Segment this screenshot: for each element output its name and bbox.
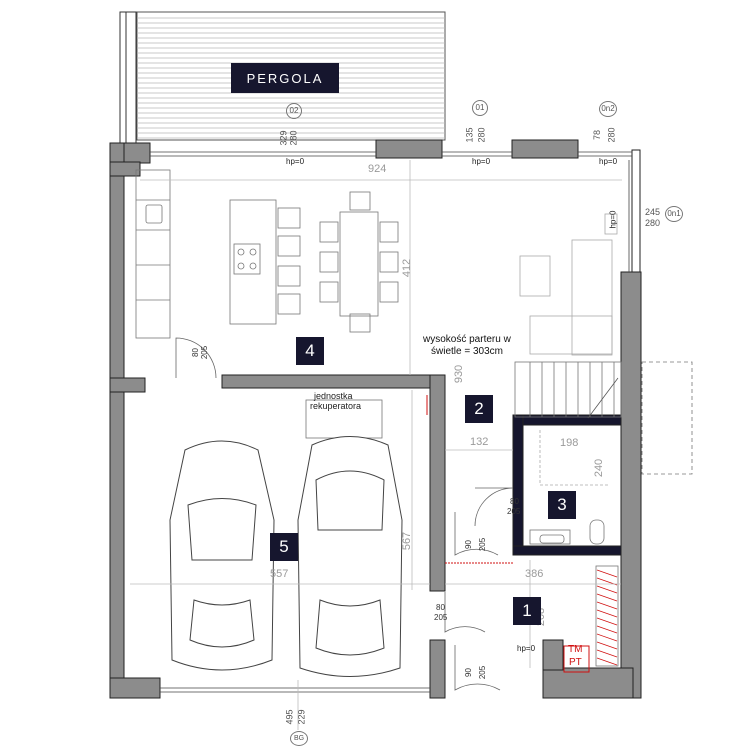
door-2-w: 80	[510, 497, 519, 506]
entry-sill: hp=0	[517, 644, 536, 653]
room-number-3: 3	[548, 491, 576, 519]
door-4-w: 80	[436, 603, 445, 612]
ceiling-note-1: wysokość parteru w	[423, 334, 511, 345]
window-01-sill: hp=0	[472, 157, 491, 166]
pergola-label: PERGOLA	[247, 71, 324, 86]
car-right	[297, 436, 403, 677]
pergola-label-box	[231, 63, 339, 93]
window-01-h: 280	[476, 127, 487, 143]
wall-bath-south	[512, 545, 622, 556]
dim-garage-width: 557	[270, 568, 289, 580]
car-left	[169, 440, 275, 671]
window-mark-01: 01	[472, 100, 488, 116]
wall-bottom-right-stub	[542, 639, 564, 671]
door-5-h: 205	[478, 665, 488, 680]
wall-left-jog	[109, 161, 141, 177]
window-right	[631, 149, 641, 273]
dim-living-width: 924	[368, 163, 387, 175]
wall-bottom-right	[542, 667, 634, 699]
window-02-w: 329	[278, 130, 289, 146]
dim-living-depth: 412	[401, 258, 414, 278]
wall-top-right	[511, 139, 579, 159]
wall-right	[620, 271, 642, 699]
wall-garage-east-low	[429, 639, 446, 699]
window-0n1-sill: hp=0	[608, 210, 618, 229]
door-1-w: 80	[190, 348, 200, 357]
window-BG-h: 229	[296, 709, 307, 725]
stairs	[514, 361, 622, 486]
dim-entry-width: 386	[525, 568, 544, 580]
door-4-h: 205	[434, 613, 448, 622]
door-3-h: 205	[478, 537, 488, 552]
room-number-1: 1	[513, 597, 541, 625]
door-5-w: 90	[463, 668, 473, 677]
window-01-w: 135	[464, 127, 475, 143]
recuperator-label-2: rekuperatora	[310, 401, 361, 411]
meter-tm: TM	[568, 644, 583, 655]
window-0n2-w: 78	[592, 129, 603, 141]
window-mark-0n1: 0n1	[665, 206, 683, 222]
window-0n2-sill: hp=0	[599, 157, 618, 166]
dim-hall-width: 132	[470, 436, 489, 448]
window-0n1-h: 280	[645, 218, 661, 228]
window-BG-w: 495	[284, 709, 295, 725]
window-0n2-h: 280	[606, 127, 617, 143]
wardrobe	[595, 565, 619, 667]
dim-stair-depth: 240	[593, 458, 606, 478]
doors	[175, 337, 514, 691]
window-mark-BG: BG	[290, 731, 308, 746]
window-0n1-w: 245	[645, 207, 661, 217]
wall-bath-west	[512, 414, 524, 556]
recuperator: jednostka rekuperatora	[305, 391, 383, 439]
kitchen	[135, 169, 399, 339]
room-number-2: 2	[465, 395, 493, 423]
wall-top-mid	[375, 139, 443, 159]
wall-left-mid	[109, 377, 146, 393]
window-02-sill: hp=0	[286, 157, 305, 166]
wall-garage-north	[221, 374, 446, 389]
door-3-w: 90	[463, 540, 473, 549]
room-number-5: 5	[270, 533, 298, 561]
wall-bottom-left	[109, 677, 161, 699]
meter-pt: PT	[569, 657, 582, 668]
ceiling-note-2: świetle = 303cm	[431, 346, 503, 357]
window-02-h: 280	[288, 130, 299, 146]
room-number-4: 4	[296, 337, 324, 365]
wall-left	[109, 142, 125, 699]
window-mark-0n2: 0n2	[599, 101, 617, 117]
recuperator-label-1: jednostka	[313, 391, 353, 401]
dim-stair-width: 198	[560, 437, 579, 449]
wall-garage-east	[429, 374, 446, 592]
bathroom-fixtures	[529, 519, 605, 545]
door-2-h: 205	[507, 507, 521, 516]
dim-hall-depth: 930	[453, 364, 466, 384]
wall-bath-north	[512, 414, 622, 426]
sofa	[519, 213, 618, 356]
window-mark-02: 02	[286, 103, 302, 119]
dim-garage-depth: 567	[401, 531, 414, 551]
door-1-h: 205	[200, 345, 210, 360]
walls	[109, 139, 642, 699]
